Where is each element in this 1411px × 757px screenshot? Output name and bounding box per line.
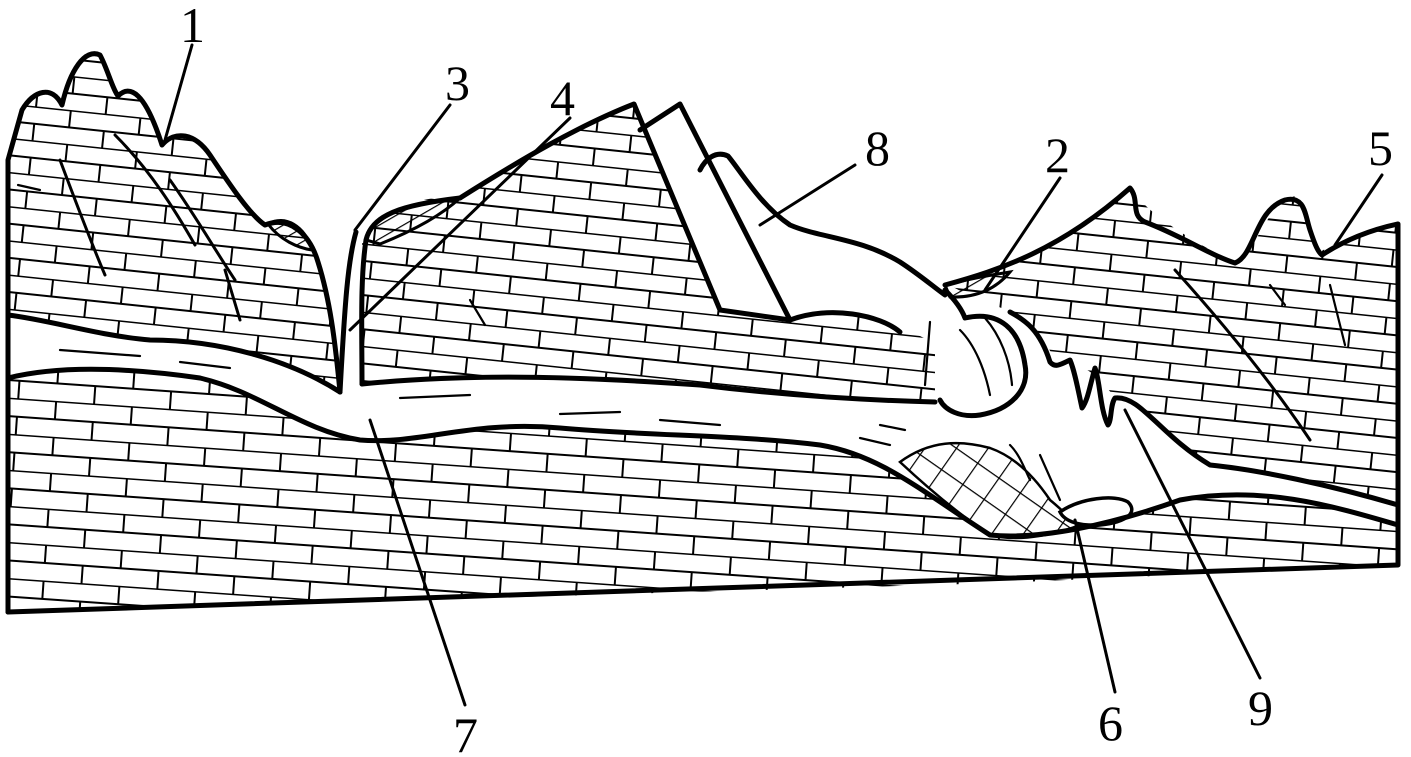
label-6: 6 xyxy=(1098,695,1123,751)
callout-line-8 xyxy=(758,163,857,227)
label-3: 3 xyxy=(445,55,470,111)
callout-line-7 xyxy=(368,418,467,707)
callout-line-1 xyxy=(163,43,194,142)
callout-line-6 xyxy=(1073,518,1117,694)
callout-line-3 xyxy=(353,103,452,232)
label-5: 5 xyxy=(1368,120,1393,176)
callout-line-9 xyxy=(1123,408,1262,680)
callout-line-4 xyxy=(348,116,572,332)
callout-lines xyxy=(163,43,1384,707)
callout-line-2 xyxy=(983,176,1062,292)
label-1: 1 xyxy=(180,0,205,53)
label-8: 8 xyxy=(865,120,890,176)
callout-labels: 1 2 3 4 5 6 7 8 9 xyxy=(180,0,1393,757)
label-2: 2 xyxy=(1045,127,1070,183)
label-9: 9 xyxy=(1248,680,1273,736)
label-4: 4 xyxy=(550,70,575,126)
label-7: 7 xyxy=(453,707,478,757)
terrain-outlines xyxy=(5,51,1401,615)
callout-line-5 xyxy=(1333,173,1384,247)
interior-fracture-lines xyxy=(16,133,1347,502)
